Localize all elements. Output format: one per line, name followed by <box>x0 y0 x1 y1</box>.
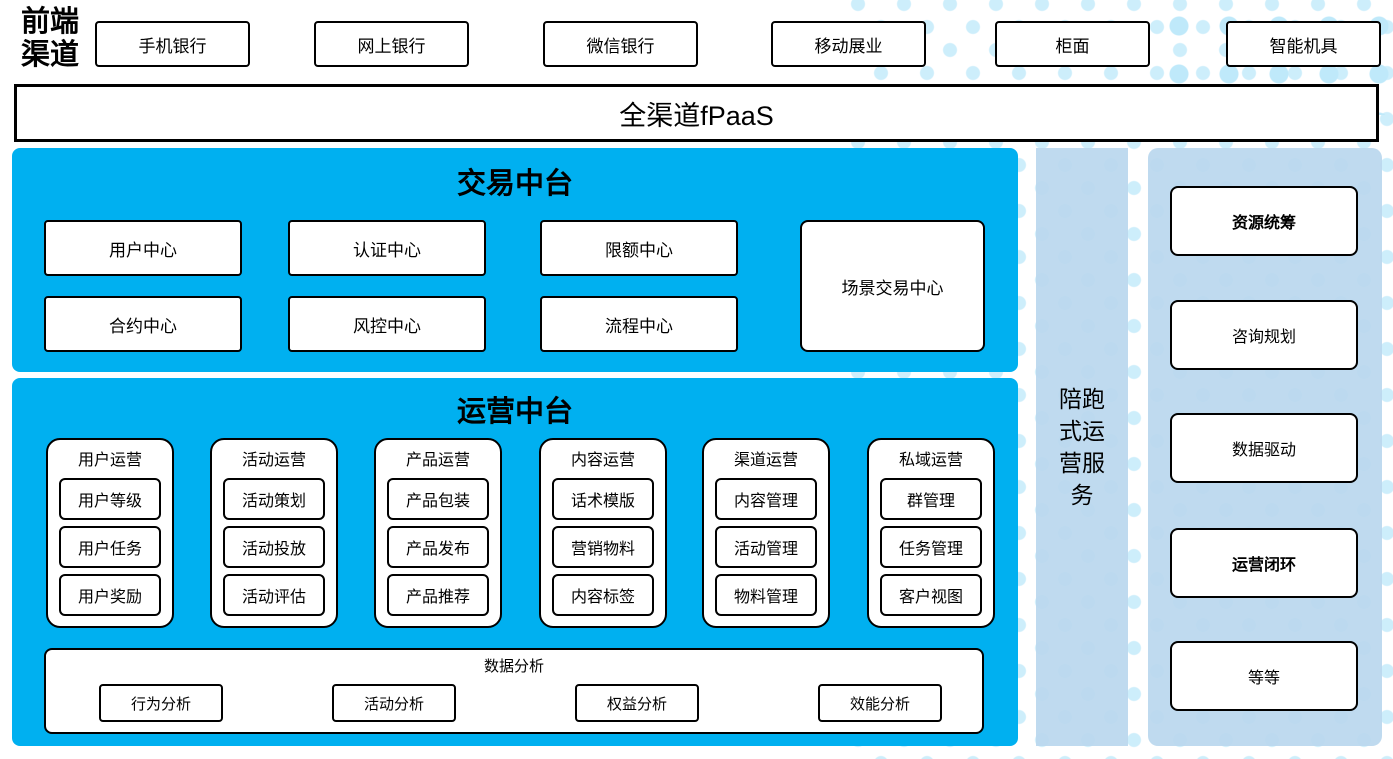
op-item: 任务管理 <box>880 526 982 568</box>
channel-box-wechat-banking: 微信银行 <box>543 21 698 67</box>
box-activity-analysis: 活动分析 <box>332 684 456 722</box>
channel-box-smart-devices: 智能机具 <box>1226 21 1381 67</box>
column-content-operation: 内容运营 话术模版 营销物料 内容标签 <box>539 438 667 628</box>
op-item: 物料管理 <box>715 574 817 616</box>
operation-platform-panel: 运营中台 用户运营 用户等级 用户任务 用户奖励 活动运营 活动策划 活动投放 … <box>12 378 1018 746</box>
column-product-operation: 产品运营 产品包装 产品发布 产品推荐 <box>374 438 502 628</box>
column-header: 用户运营 <box>77 452 142 469</box>
box-consulting-planning: 咨询规划 <box>1170 300 1358 370</box>
fpaas-bar: 全渠道fPaaS <box>14 84 1379 142</box>
channel-box-mobile-sales: 移动展业 <box>771 21 926 67</box>
column-channel-operation: 渠道运营 内容管理 活动管理 物料管理 <box>702 438 830 628</box>
op-item: 内容标签 <box>552 574 654 616</box>
channel-box-mobile-banking: 手机银行 <box>95 21 250 67</box>
accompanying-service-label: 陪跑式运营服务 <box>1059 386 1105 508</box>
front-channels-label: 前端渠道 <box>20 6 79 71</box>
data-analysis-title: 数据分析 <box>483 658 544 675</box>
op-item: 用户任务 <box>59 526 161 568</box>
box-limit-center: 限额中心 <box>540 220 738 276</box>
box-contract-center: 合约中心 <box>44 296 242 352</box>
column-private-domain-operation: 私域运营 群管理 任务管理 客户视图 <box>867 438 995 628</box>
op-item: 活动管理 <box>715 526 817 568</box>
box-etc: 等等 <box>1170 641 1358 711</box>
op-item: 活动投放 <box>223 526 325 568</box>
column-activity-operation: 活动运营 活动策划 活动投放 活动评估 <box>210 438 338 628</box>
box-behavior-analysis: 行为分析 <box>99 684 223 722</box>
data-analysis-container: 数据分析 行为分析 活动分析 权益分析 效能分析 <box>44 648 984 734</box>
column-header: 活动运营 <box>241 452 306 469</box>
box-efficiency-analysis: 效能分析 <box>818 684 942 722</box>
column-user-operation: 用户运营 用户等级 用户任务 用户奖励 <box>46 438 174 628</box>
accompanying-service-strip: 陪跑式运营服务 <box>1036 148 1128 746</box>
channel-box-online-banking: 网上银行 <box>314 21 469 67</box>
box-process-center: 流程中心 <box>540 296 738 352</box>
op-item: 营销物料 <box>552 526 654 568</box>
op-item: 活动策划 <box>223 478 325 520</box>
operation-platform-title: 运营中台 <box>456 396 573 428</box>
box-benefit-analysis: 权益分析 <box>575 684 699 722</box>
op-item: 话术模版 <box>552 478 654 520</box>
channel-box-counter: 柜面 <box>995 21 1150 67</box>
box-auth-center: 认证中心 <box>288 220 486 276</box>
box-resource-coordination: 资源统筹 <box>1170 186 1358 256</box>
box-data-driven: 数据驱动 <box>1170 413 1358 483</box>
op-item: 产品发布 <box>387 526 489 568</box>
box-user-center: 用户中心 <box>44 220 242 276</box>
op-item: 产品包装 <box>387 478 489 520</box>
op-item: 用户奖励 <box>59 574 161 616</box>
column-header: 私域运营 <box>898 452 963 469</box>
box-risk-center: 风控中心 <box>288 296 486 352</box>
op-item: 内容管理 <box>715 478 817 520</box>
transaction-platform-title: 交易中台 <box>456 168 573 200</box>
service-panel: 资源统筹 咨询规划 数据驱动 运营闭环 等等 <box>1148 148 1382 746</box>
transaction-platform-panel: 交易中台 用户中心 认证中心 限额中心 合约中心 风控中心 流程中心 场景交易中… <box>12 148 1018 372</box>
op-item: 用户等级 <box>59 478 161 520</box>
op-item: 活动评估 <box>223 574 325 616</box>
column-header: 渠道运营 <box>733 452 798 469</box>
op-item: 群管理 <box>880 478 982 520</box>
box-operation-loop: 运营闭环 <box>1170 528 1358 598</box>
op-item: 产品推荐 <box>387 574 489 616</box>
box-scenario-transaction-center: 场景交易中心 <box>800 220 985 352</box>
op-item: 客户视图 <box>880 574 982 616</box>
column-header: 产品运营 <box>405 452 470 469</box>
column-header: 内容运营 <box>570 452 635 469</box>
